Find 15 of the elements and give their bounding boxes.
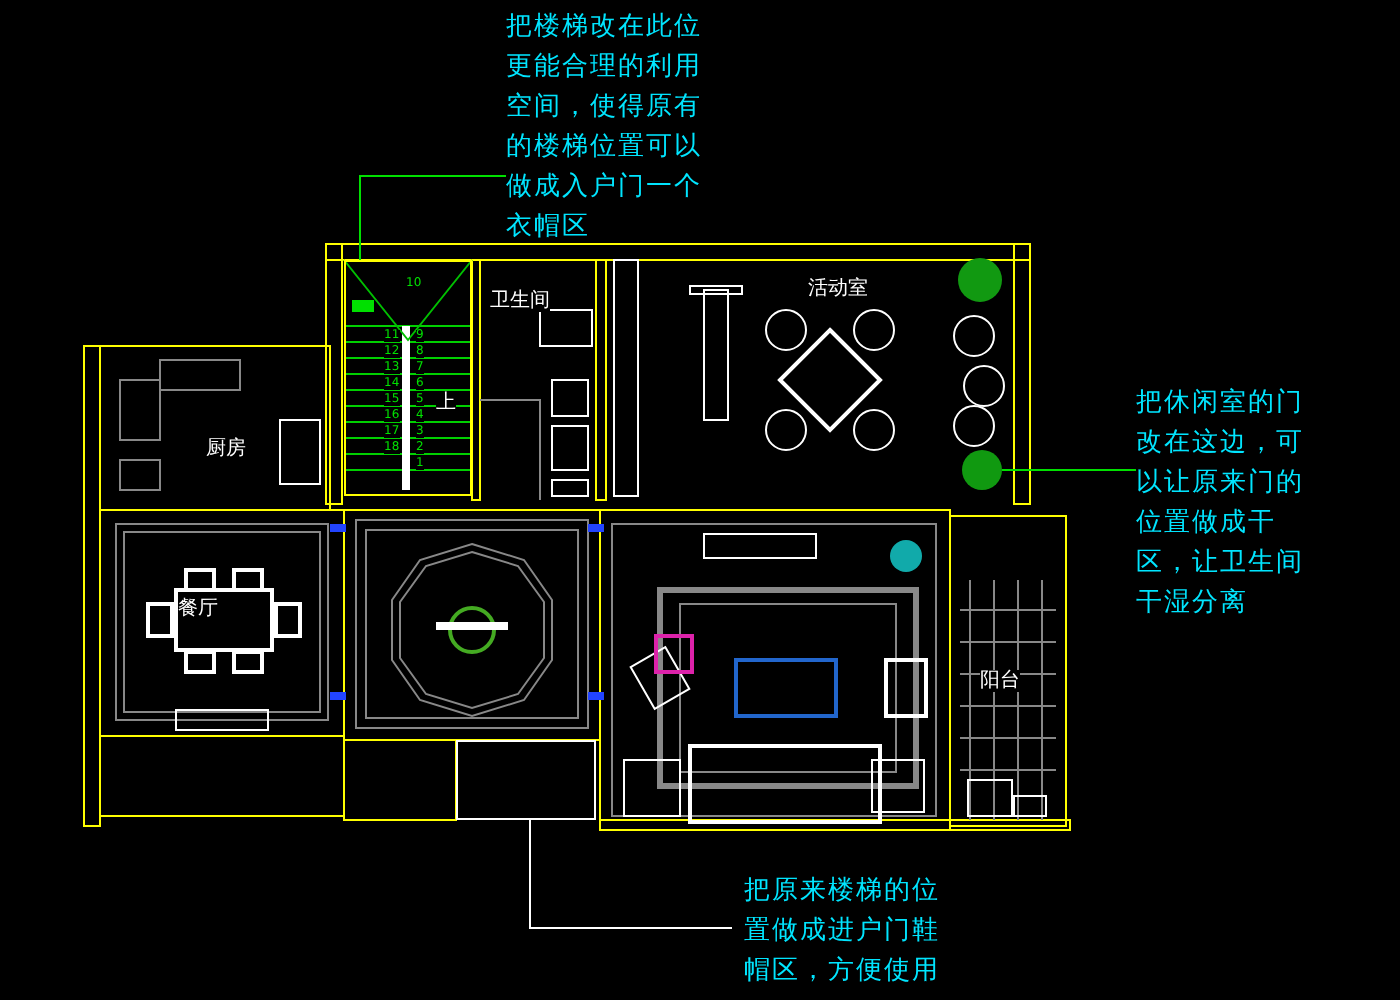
annotation-text: 把楼梯改在此位更能合理的利用空间，使得原有的楼梯位置可以做成入户门一个衣帽区 [506,8,714,248]
shoe-cabinet [456,740,596,820]
annotation-text: 把休闲室的门改在这边，可以让原来门的位置做成干区，让卫生间干湿分离 [1136,384,1316,624]
leader-line [1001,469,1137,471]
plant [962,450,1002,490]
annotation-text: 把原来楼梯的位置做成进户门鞋帽区，方便使用 [744,872,952,992]
room-label: 活动室 [808,278,868,300]
leader-line [359,175,507,261]
direction-text: 上 [436,392,456,414]
leader-line [529,819,733,929]
staircase [344,260,472,496]
room-label: 餐厅 [178,598,218,620]
room-label: 厨房 [206,438,246,460]
room-label: 阳台 [980,670,1020,692]
room-label: 卫生间 [490,290,550,312]
